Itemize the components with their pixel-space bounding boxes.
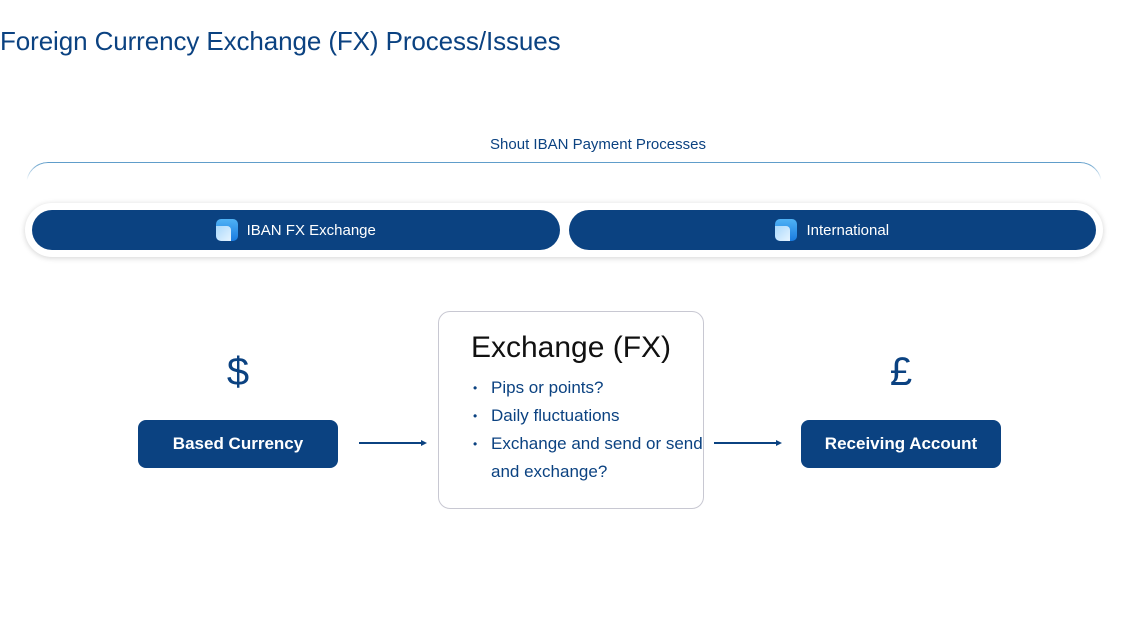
arrow-head-icon	[776, 439, 782, 446]
app-window-icon	[775, 219, 798, 241]
list-item: Pips or points?	[473, 374, 703, 402]
pound-icon: £	[889, 350, 913, 394]
receiving-account-node[interactable]: Receiving Account	[801, 420, 1001, 468]
exchange-fx-title: Exchange (FX)	[470, 331, 672, 364]
list-item: Exchange and send or send and exchange?	[473, 430, 703, 486]
flow-arrow-to-exchange	[359, 439, 427, 446]
dollar-icon: $	[226, 350, 250, 394]
tab-label: International	[806, 221, 890, 239]
exchange-fx-card: Exchange (FX) Pips or points? Daily fluc…	[438, 311, 704, 509]
section-label: Shout IBAN Payment Processes	[490, 136, 706, 153]
arrow-head-icon	[421, 439, 427, 446]
section-bracket	[26, 162, 1102, 202]
based-currency-node[interactable]: Based Currency	[138, 420, 338, 468]
tab-iban-fx-exchange[interactable]: IBAN FX Exchange	[32, 210, 560, 250]
arrow-line	[714, 442, 776, 444]
app-window-icon	[215, 219, 238, 241]
exchange-issues-list: Pips or points? Daily fluctuations Excha…	[439, 374, 703, 486]
list-item: Daily fluctuations	[473, 402, 703, 430]
arrow-line	[359, 442, 421, 444]
process-tab-group: IBAN FX Exchange International	[25, 203, 1103, 257]
page-title: Foreign Currency Exchange (FX) Process/I…	[0, 26, 561, 56]
flow-arrow-to-receiving	[714, 439, 782, 446]
tab-label: IBAN FX Exchange	[246, 221, 376, 239]
tab-international[interactable]: International	[568, 210, 1096, 250]
